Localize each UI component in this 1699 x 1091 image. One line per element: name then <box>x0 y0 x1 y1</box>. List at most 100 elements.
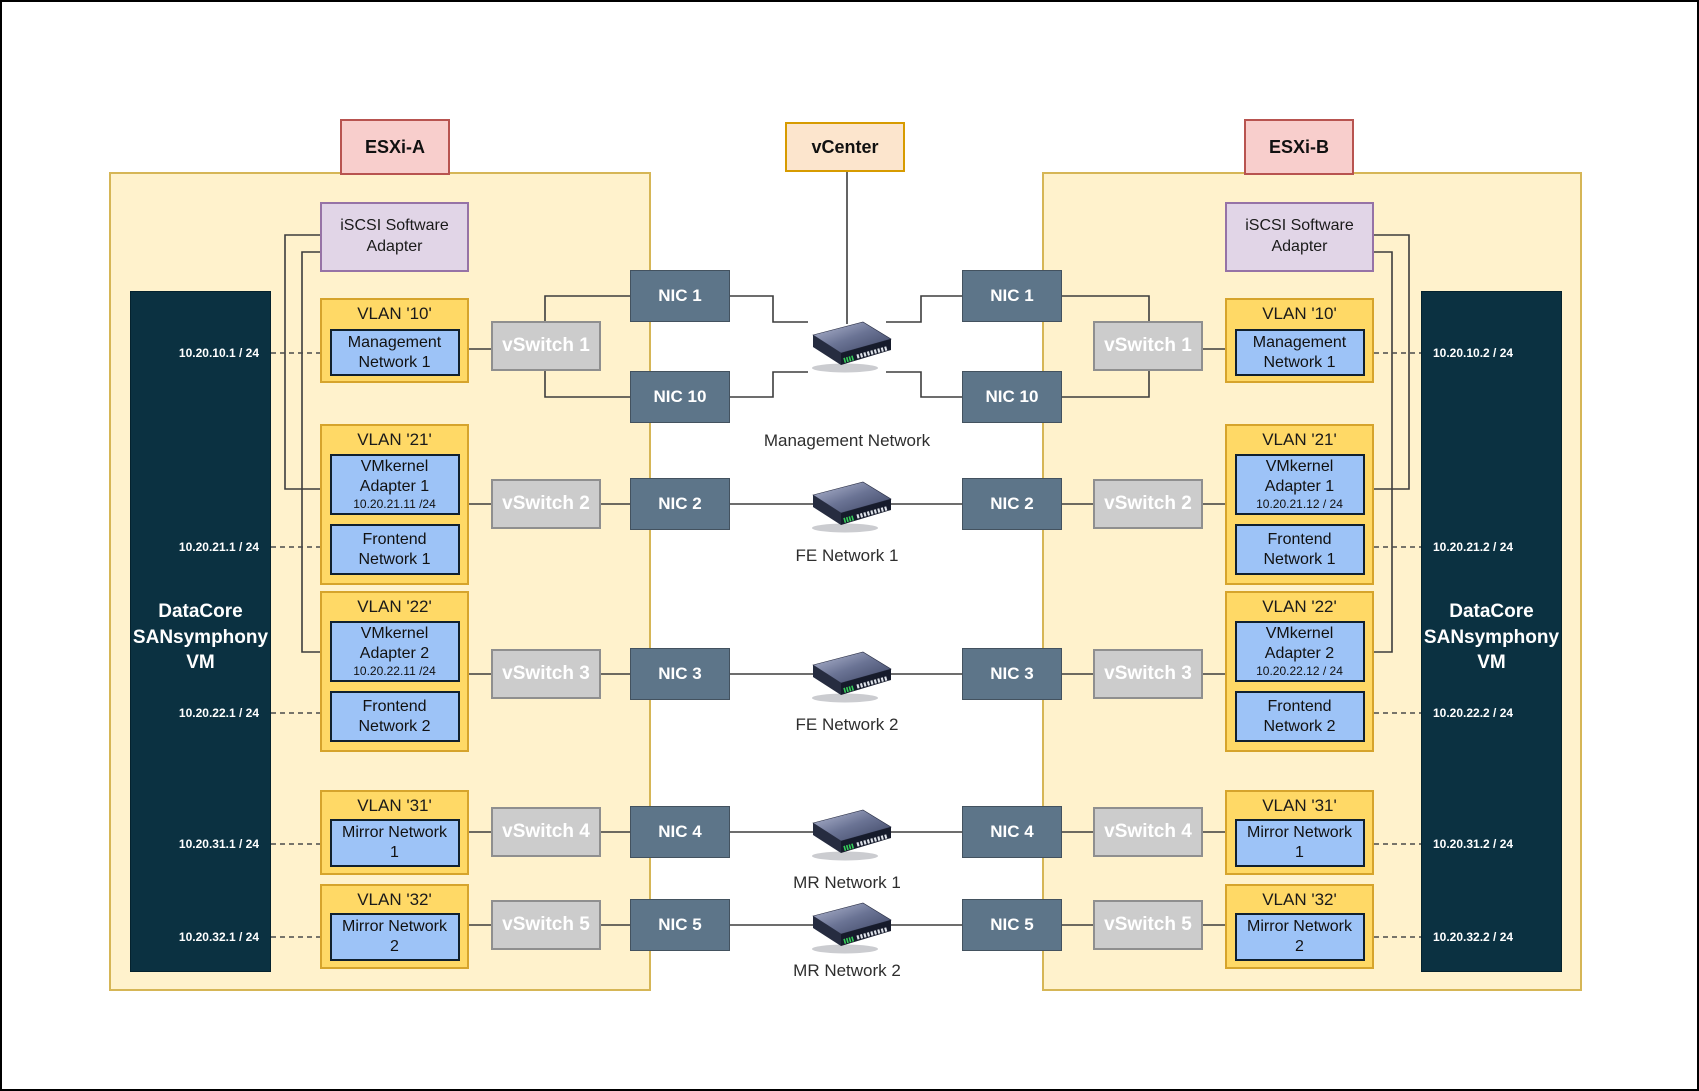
nic-box: NIC 2 <box>630 478 730 530</box>
connector-line <box>1364 251 1393 653</box>
vlan-title: VLAN '22' <box>357 597 432 616</box>
esxi-host-label: ESXi-B <box>1244 119 1354 175</box>
vlan-title: VLAN '10' <box>1262 304 1337 323</box>
nic-box: NIC 1 <box>962 270 1062 322</box>
connector-line <box>730 371 808 398</box>
network-label: MR Network 1 <box>793 873 901 892</box>
network-box-ip: 10.20.22.11 /24 <box>353 664 436 678</box>
vcenter-box: vCenter <box>785 122 905 172</box>
vm-ip-label: 10.20.21.2 / 24 <box>1433 540 1514 554</box>
vswitch-box: vSwitch 2 <box>491 479 601 529</box>
vlan-title: VLAN '32' <box>357 890 432 909</box>
network-box-label: Mirror Network 2 <box>1247 918 1352 955</box>
network-switch-icon <box>812 651 892 703</box>
vm-ip-label: 10.20.10.2 / 24 <box>1433 346 1514 360</box>
network-switch-icon <box>812 321 892 373</box>
vswitch-box: vSwitch 1 <box>491 321 601 371</box>
connector-line <box>301 251 330 653</box>
vlan-title: VLAN '21' <box>357 430 432 449</box>
network-label: FE Network 1 <box>795 546 899 565</box>
network-box: VMkernel Adapter 1 10.20.21.11 /24 <box>329 454 460 515</box>
vswitch-box: vSwitch 4 <box>491 807 601 857</box>
network-box: VMkernel Adapter 2 10.20.22.11 /24 <box>329 621 460 682</box>
nic-box: NIC 4 <box>962 806 1062 858</box>
nic-box: NIC 3 <box>630 648 730 700</box>
network-box: Frontend Network 1 <box>1234 524 1365 575</box>
vm-ip-label: 10.20.22.1 / 24 <box>178 706 259 720</box>
datacore-vm-box <box>1421 291 1562 972</box>
network-box-label: Mirror Network 1 <box>1247 824 1352 861</box>
network-box-label: Mirror Network 1 <box>342 824 447 861</box>
vswitch-box: vSwitch 5 <box>491 900 601 950</box>
vlan-title: VLAN '31' <box>357 796 432 815</box>
vm-name-label: DataCore SANsymphony VM <box>1423 601 1560 674</box>
nic-box: NIC 1 <box>630 270 730 322</box>
network-box-label: VMkernel Adapter 2 <box>359 625 430 662</box>
network-box-label: VMkernel Adapter 1 <box>1264 458 1335 495</box>
network-box-ip: 10.20.21.12 / 24 <box>1256 497 1343 511</box>
connector-line <box>730 295 808 323</box>
connector-line <box>544 371 630 398</box>
connector-line <box>544 295 630 321</box>
vm-ip-label: 10.20.32.1 / 24 <box>178 930 259 944</box>
nic-box: NIC 3 <box>962 648 1062 700</box>
network-switch-icon <box>812 481 892 533</box>
vlan-title: VLAN '10' <box>357 304 432 323</box>
network-label: Management Network <box>763 431 931 450</box>
vm-ip-label: 10.20.31.2 / 24 <box>1433 837 1514 851</box>
vswitch-box: vSwitch 4 <box>1093 807 1203 857</box>
connector-line <box>886 371 962 398</box>
network-box: VMkernel Adapter 1 10.20.21.12 / 24 <box>1234 454 1365 515</box>
nic-box: NIC 2 <box>962 478 1062 530</box>
nic-box: NIC 4 <box>630 806 730 858</box>
network-box: Frontend Network 2 <box>1234 691 1365 742</box>
network-switch-icon <box>812 809 892 861</box>
network-box: Mirror Network 1 <box>329 819 460 867</box>
vswitch-box: vSwitch 5 <box>1093 900 1203 950</box>
vm-ip-label: 10.20.31.1 / 24 <box>178 837 259 851</box>
network-box-label: VMkernel Adapter 2 <box>1264 625 1335 662</box>
network-box: Mirror Network 2 <box>329 913 460 961</box>
network-box: Mirror Network 2 <box>1234 913 1365 961</box>
vswitch-box: vSwitch 3 <box>491 649 601 699</box>
network-box: Frontend Network 1 <box>329 524 460 575</box>
iscsi-software-adapter: iSCSI Software Adapter <box>320 202 469 272</box>
esxi-host-label: ESXi-A <box>340 119 450 175</box>
vlan-title: VLAN '21' <box>1262 430 1337 449</box>
network-box-label: Frontend Network 1 <box>358 530 431 568</box>
datacore-vm-box <box>130 291 271 972</box>
nic-box: NIC 5 <box>630 899 730 951</box>
vm-ip-label: 10.20.32.2 / 24 <box>1433 930 1514 944</box>
connector-line <box>1062 371 1150 398</box>
network-box-ip: 10.20.22.12 / 24 <box>1256 664 1343 678</box>
network-box: Management Network 1 <box>329 329 460 376</box>
nic-box: NIC 10 <box>630 371 730 423</box>
network-box-label: Mirror Network 2 <box>342 918 447 955</box>
network-box-label: Management Network 1 <box>1252 333 1347 371</box>
connector-line <box>284 234 330 490</box>
iscsi-software-adapter: iSCSI Software Adapter <box>1225 202 1374 272</box>
vlan-title: VLAN '31' <box>1262 796 1337 815</box>
connector-line <box>1062 295 1150 321</box>
vm-ip-label: 10.20.22.2 / 24 <box>1433 706 1514 720</box>
network-box-label: Management Network 1 <box>347 333 442 371</box>
network-box-label: Frontend Network 2 <box>358 697 431 735</box>
network-box-label: VMkernel Adapter 1 <box>359 458 430 495</box>
network-box-label: Frontend Network 1 <box>1263 530 1336 568</box>
network-box-label: Frontend Network 2 <box>1263 697 1336 735</box>
vm-ip-label: 10.20.10.1 / 24 <box>178 346 259 360</box>
nic-box: NIC 5 <box>962 899 1062 951</box>
vm-ip-label: 10.20.21.1 / 24 <box>178 540 259 554</box>
vm-name-label: DataCore SANsymphony VM <box>132 601 269 674</box>
network-box: Frontend Network 2 <box>329 691 460 742</box>
vswitch-box: vSwitch 1 <box>1093 321 1203 371</box>
network-box: Mirror Network 1 <box>1234 819 1365 867</box>
connector-line <box>1364 234 1410 490</box>
nic-box: NIC 10 <box>962 371 1062 423</box>
network-box: Management Network 1 <box>1234 329 1365 376</box>
vlan-title: VLAN '22' <box>1262 597 1337 616</box>
vswitch-box: vSwitch 2 <box>1093 479 1203 529</box>
network-box-ip: 10.20.21.11 /24 <box>353 497 436 511</box>
network-box: VMkernel Adapter 2 10.20.22.12 / 24 <box>1234 621 1365 682</box>
